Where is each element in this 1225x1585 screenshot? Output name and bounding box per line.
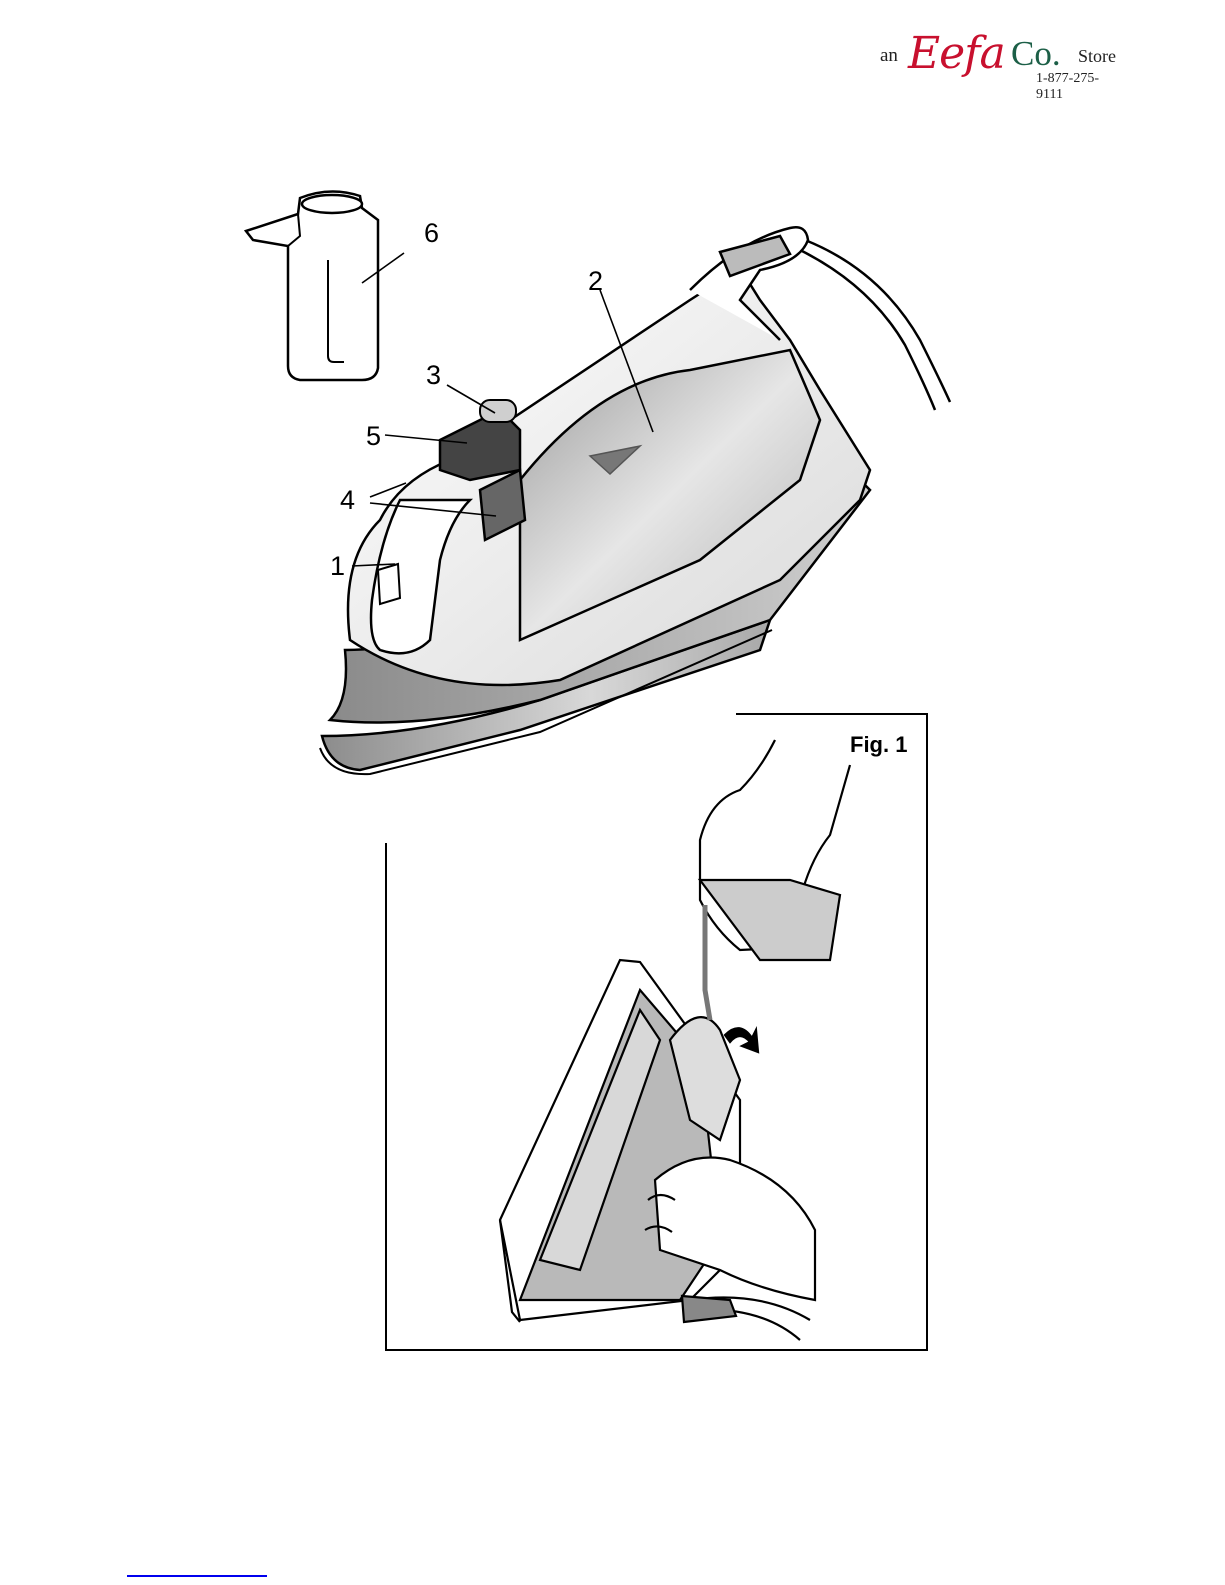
measuring-cup <box>246 191 378 380</box>
footer-link-underline[interactable] <box>127 1575 267 1577</box>
callout-2: 2 <box>588 268 603 295</box>
figure-label: Fig. 1 <box>850 732 907 758</box>
callout-6: 6 <box>424 220 439 247</box>
fig1-illustration <box>500 740 850 1340</box>
callout-1: 1 <box>330 553 345 580</box>
steam-iron <box>320 227 950 774</box>
callout-4: 4 <box>340 487 355 514</box>
callout-5: 5 <box>366 423 381 450</box>
callout-3: 3 <box>426 362 441 389</box>
